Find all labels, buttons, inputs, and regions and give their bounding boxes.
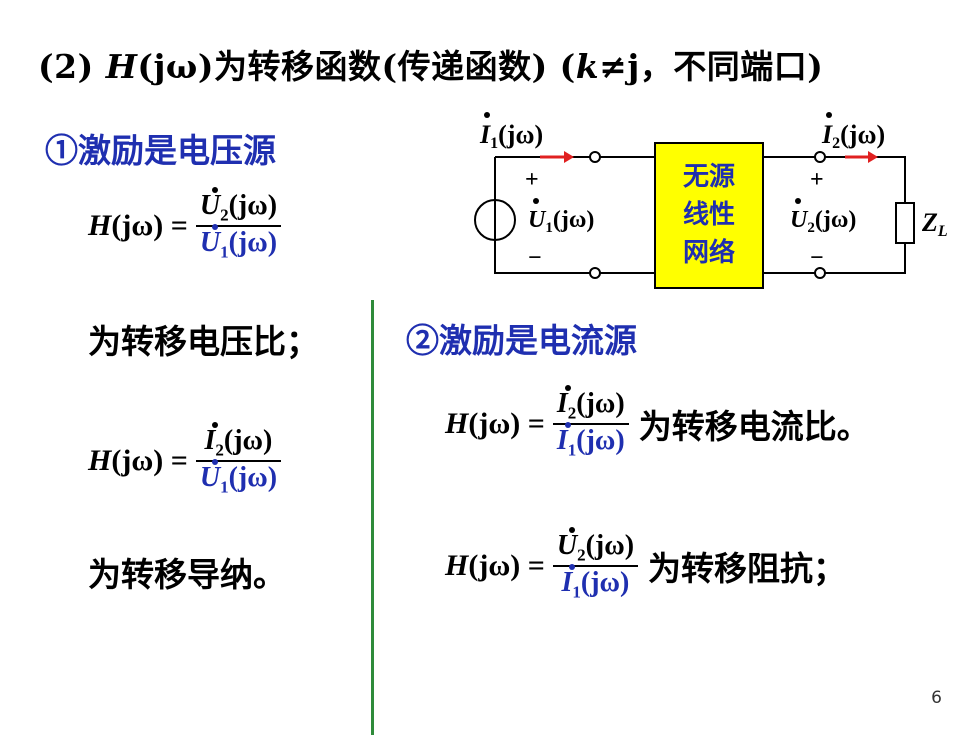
phasor-dot-i2 (826, 112, 832, 118)
port1-minus: − (528, 245, 542, 271)
port1-plus: + (525, 167, 539, 193)
current-arrow-i1-head (564, 151, 574, 163)
phasor-dot-u1 (533, 198, 539, 204)
desc-transfer-impedance: 为转移阻抗； (648, 549, 847, 589)
desc-transfer-current-ratio: 为转移电流比。 (638, 407, 870, 447)
left-heading: ①激励是电压源 (45, 131, 276, 170)
equation-transfer-voltage-ratio: H(jω) = U2(jω) U1(jω) (88, 186, 282, 262)
terminal-port2-top (814, 151, 826, 163)
terminal-port1-top (589, 151, 601, 163)
network-label-line2: 线性 (683, 200, 735, 230)
current-label-i2: I2(jω) (821, 120, 885, 152)
desc-transfer-admittance: 为转移导纳。 (88, 555, 286, 594)
equation-transfer-admittance: H(jω) = I2(jω) U1(jω) (88, 421, 282, 497)
page-title: (2) H(jω)为转移函数(传递函数) (k≠j，不同端口) (38, 47, 824, 86)
two-port-circuit-diagram: 无源 线性 网络 ZL I1(jω) I2(jω) + − U1(jω) + −… (474, 112, 948, 289)
voltage-label-u1: U1(jω) (528, 207, 594, 236)
load-impedance-symbol (895, 202, 915, 244)
load-label: ZL (921, 208, 948, 240)
page-number: 6 (931, 688, 942, 708)
phasor-dot-u2 (795, 198, 801, 204)
network-label-line3: 网络 (683, 237, 735, 268)
voltage-label-u2: U2(jω) (790, 207, 856, 236)
equation-transfer-impedance: H(jω) = U2(jω) I1(jω) 为转移阻抗； (445, 526, 847, 602)
terminal-port2-bottom (814, 267, 826, 279)
circuit-wires (494, 156, 906, 274)
desc-transfer-voltage-ratio: 为转移电压比； (88, 322, 319, 361)
column-divider (371, 300, 374, 735)
phasor-dot-i1 (484, 112, 490, 118)
port2-plus: + (810, 167, 824, 193)
terminal-port1-bottom (589, 267, 601, 279)
right-heading: ②激励是电流源 (406, 321, 637, 360)
current-label-i1: I1(jω) (479, 120, 543, 152)
network-label-line1: 无源 (683, 162, 735, 192)
passive-linear-network-box (654, 142, 764, 289)
equation-transfer-current-ratio: H(jω) = I2(jω) I1(jω) 为转移电流比。 (445, 384, 870, 460)
port2-minus: − (810, 245, 824, 271)
current-arrow-i2-head (868, 151, 878, 163)
